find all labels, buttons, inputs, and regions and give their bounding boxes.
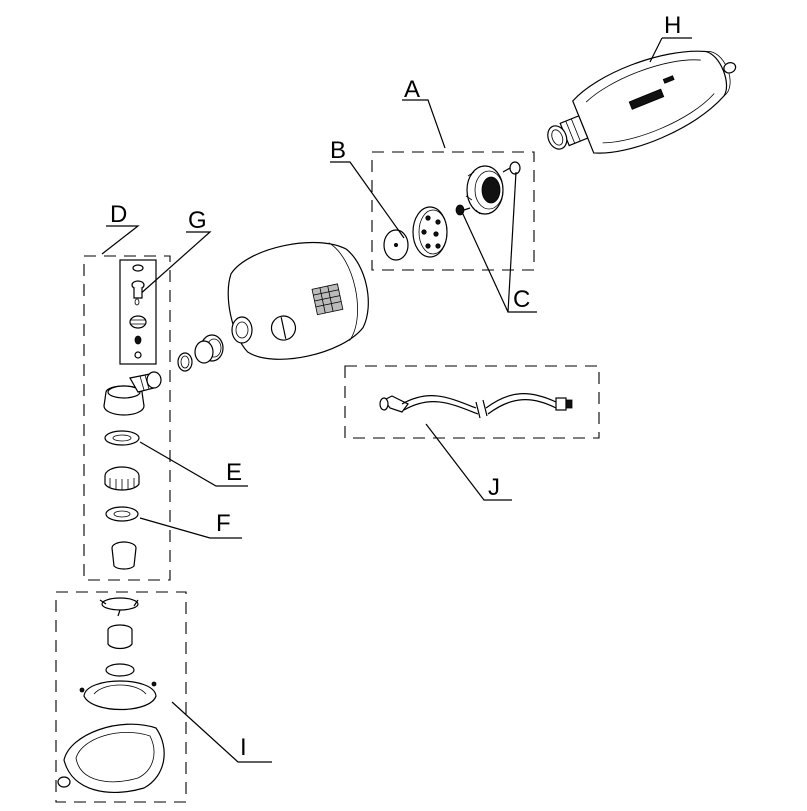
face-mask-group-box: [55, 591, 187, 803]
label-I: I: [240, 734, 247, 761]
face-mask-icon: [57, 597, 165, 794]
oxygen-tubing-icon: [379, 393, 573, 419]
label-C: C: [513, 286, 530, 313]
inlet-valve-icon: [383, 161, 521, 261]
connector-rings: [177, 334, 224, 372]
label-G: G: [188, 207, 207, 234]
resuscitator-bag-icon: [227, 241, 369, 360]
label-D: D: [110, 201, 127, 228]
oxygen-tubing-box: [344, 365, 600, 439]
label-B: B: [330, 137, 346, 164]
label-H: H: [664, 12, 681, 39]
label-E: E: [226, 459, 242, 486]
patient-valve-icon: [103, 264, 162, 570]
label-A: A: [404, 76, 420, 103]
reservoir-bag-icon: [547, 50, 737, 154]
patient-valve-group-box: [83, 255, 171, 581]
label-J: J: [488, 474, 500, 501]
valve-parts-inset: [119, 259, 157, 365]
inlet-valve-group-box: [371, 151, 535, 271]
label-F: F: [216, 510, 231, 537]
